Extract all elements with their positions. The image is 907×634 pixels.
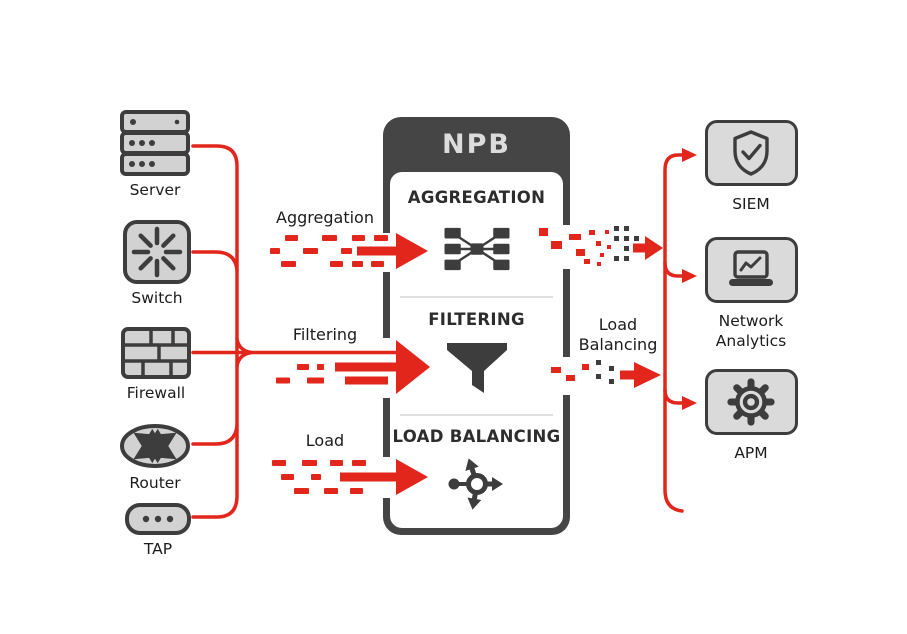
shield-check-icon bbox=[733, 130, 769, 176]
section-title-load-balancing: LOAD BALANCING bbox=[392, 427, 561, 446]
laptop-chart-icon bbox=[729, 250, 773, 286]
server-icon bbox=[120, 110, 190, 176]
flow-label-load: Load bbox=[305, 431, 345, 450]
load-balancing-icon bbox=[390, 454, 563, 518]
npb-panel: AGGREGATION FILTER bbox=[390, 172, 563, 528]
network-analytics-card bbox=[704, 237, 798, 303]
source-firewall: Firewall bbox=[120, 327, 192, 402]
tap-icon bbox=[125, 503, 191, 535]
section-divider bbox=[400, 414, 553, 416]
destination-network-analytics: Network Analytics bbox=[696, 237, 806, 351]
destination-label: Network Analytics bbox=[715, 312, 787, 350]
npb-box: NPB AGGREGATION bbox=[383, 117, 570, 535]
source-tap: TAP bbox=[122, 503, 194, 558]
flow-label-load-balancing: Load Balancing bbox=[578, 315, 658, 354]
source-label: Server bbox=[129, 181, 181, 199]
source-server: Server bbox=[119, 110, 191, 199]
section-divider bbox=[400, 296, 553, 298]
destination-label: APM bbox=[734, 444, 768, 462]
apm-card bbox=[704, 369, 798, 435]
siem-card bbox=[704, 120, 798, 186]
firewall-icon bbox=[121, 327, 191, 379]
source-router: Router bbox=[119, 423, 191, 492]
aggregation-icon bbox=[390, 220, 563, 282]
source-label: Switch bbox=[131, 289, 183, 307]
destination-siem: SIEM bbox=[696, 120, 806, 214]
source-label: Firewall bbox=[126, 384, 186, 402]
router-icon bbox=[120, 424, 190, 468]
gear-icon bbox=[727, 378, 775, 426]
destination-label: SIEM bbox=[732, 195, 770, 213]
destination-apm: APM bbox=[696, 369, 806, 463]
filter-funnel-icon bbox=[390, 340, 563, 404]
flow-label-filtering: Filtering bbox=[292, 325, 358, 344]
flow-label-aggregation: Aggregation bbox=[276, 208, 374, 227]
section-title-filtering: FILTERING bbox=[428, 310, 525, 329]
source-switch: Switch bbox=[121, 220, 193, 307]
source-label: Router bbox=[129, 474, 181, 492]
npb-title: NPB bbox=[442, 129, 511, 160]
source-label: TAP bbox=[143, 540, 173, 558]
section-title-aggregation: AGGREGATION bbox=[407, 188, 546, 207]
switch-icon bbox=[123, 220, 191, 284]
